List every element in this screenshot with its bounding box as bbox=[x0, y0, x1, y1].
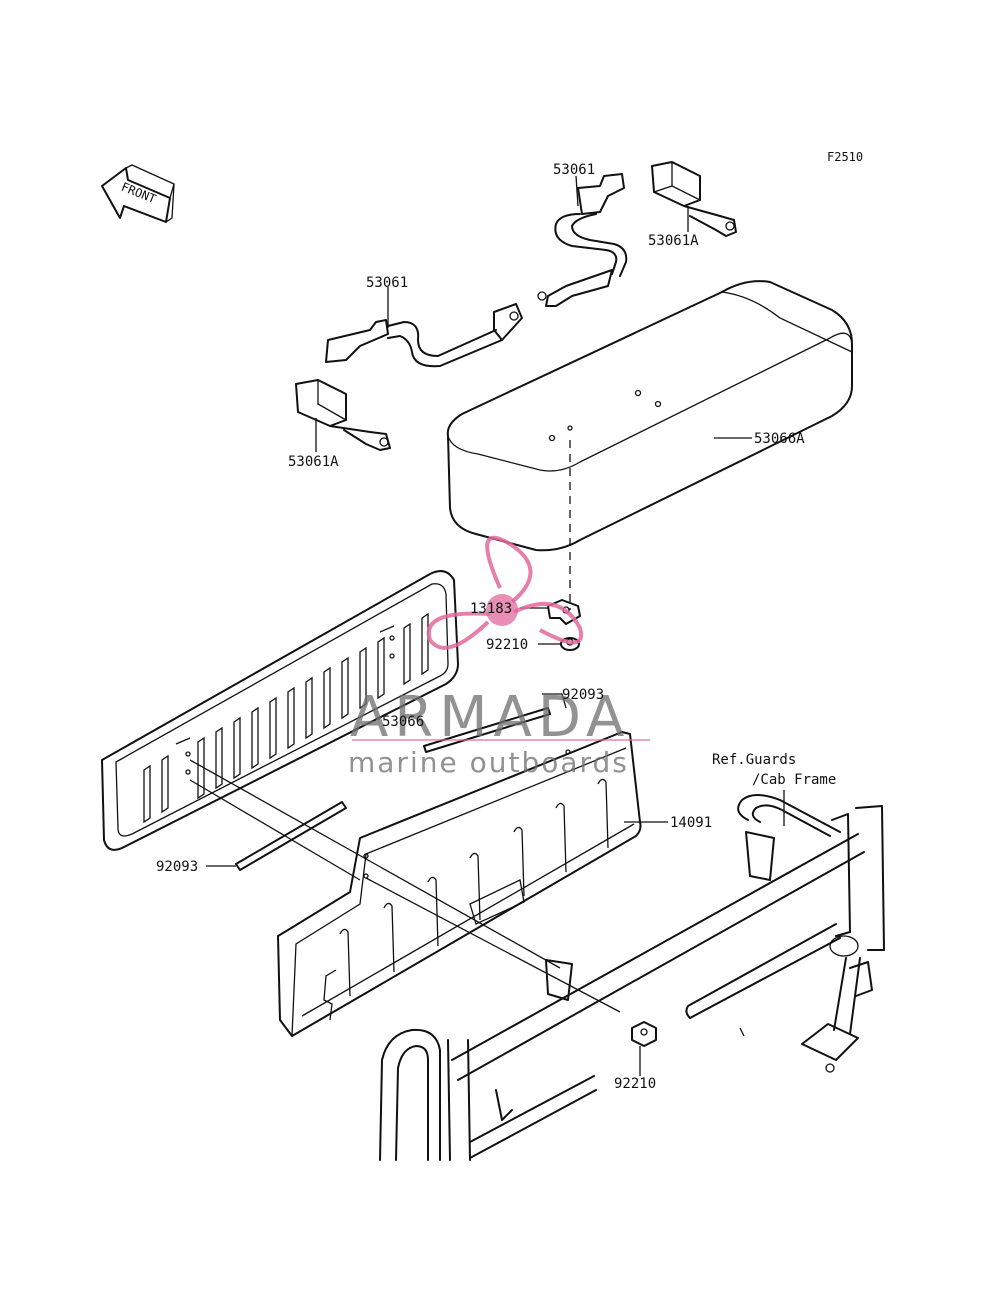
bracket-upper bbox=[651, 161, 737, 237]
leader-strap-upper bbox=[575, 175, 579, 207]
cab-frame bbox=[379, 794, 885, 1161]
label-backrest: 53066 bbox=[382, 714, 424, 730]
label-nut-upper: 92210 bbox=[486, 637, 528, 653]
panel-ribs bbox=[339, 778, 609, 997]
strap-lower bbox=[325, 303, 523, 368]
label-reference-line1: Ref.Guards bbox=[712, 752, 796, 768]
bracket-lower bbox=[295, 379, 391, 451]
label-bracket-upper: 53061A bbox=[648, 233, 699, 249]
leader-rod-upper bbox=[542, 693, 567, 709]
label-bracket-lower: 53061A bbox=[288, 454, 339, 470]
backrest bbox=[101, 570, 459, 851]
watermark-logo-icon bbox=[426, 535, 584, 650]
front-arrow-icon: FRONT bbox=[101, 164, 175, 223]
figure-code: F2510 bbox=[827, 150, 863, 164]
rod-lower bbox=[235, 801, 347, 871]
label-strap-lower: 53061 bbox=[366, 275, 408, 291]
label-rod-lower: 92093 bbox=[156, 859, 198, 875]
flange-nut-lower bbox=[631, 1021, 657, 1047]
watermark-tagline: marine outboards bbox=[348, 746, 629, 779]
rod-upper bbox=[423, 707, 551, 753]
label-rod-upper: 92093 bbox=[562, 687, 604, 703]
label-strap-upper: 53061 bbox=[553, 162, 595, 178]
label-back-panel: 14091 bbox=[670, 815, 712, 831]
strap-upper bbox=[537, 173, 628, 307]
backrest-slots bbox=[143, 612, 429, 824]
label-collar: 13183 bbox=[470, 601, 512, 617]
label-seat-cushion: 53066A bbox=[754, 431, 805, 447]
label-reference-line2: /Cab Frame bbox=[752, 772, 836, 788]
label-nut-lower: 92210 bbox=[614, 1076, 656, 1092]
seat-cushion bbox=[446, 280, 853, 552]
back-panel bbox=[277, 731, 642, 1037]
